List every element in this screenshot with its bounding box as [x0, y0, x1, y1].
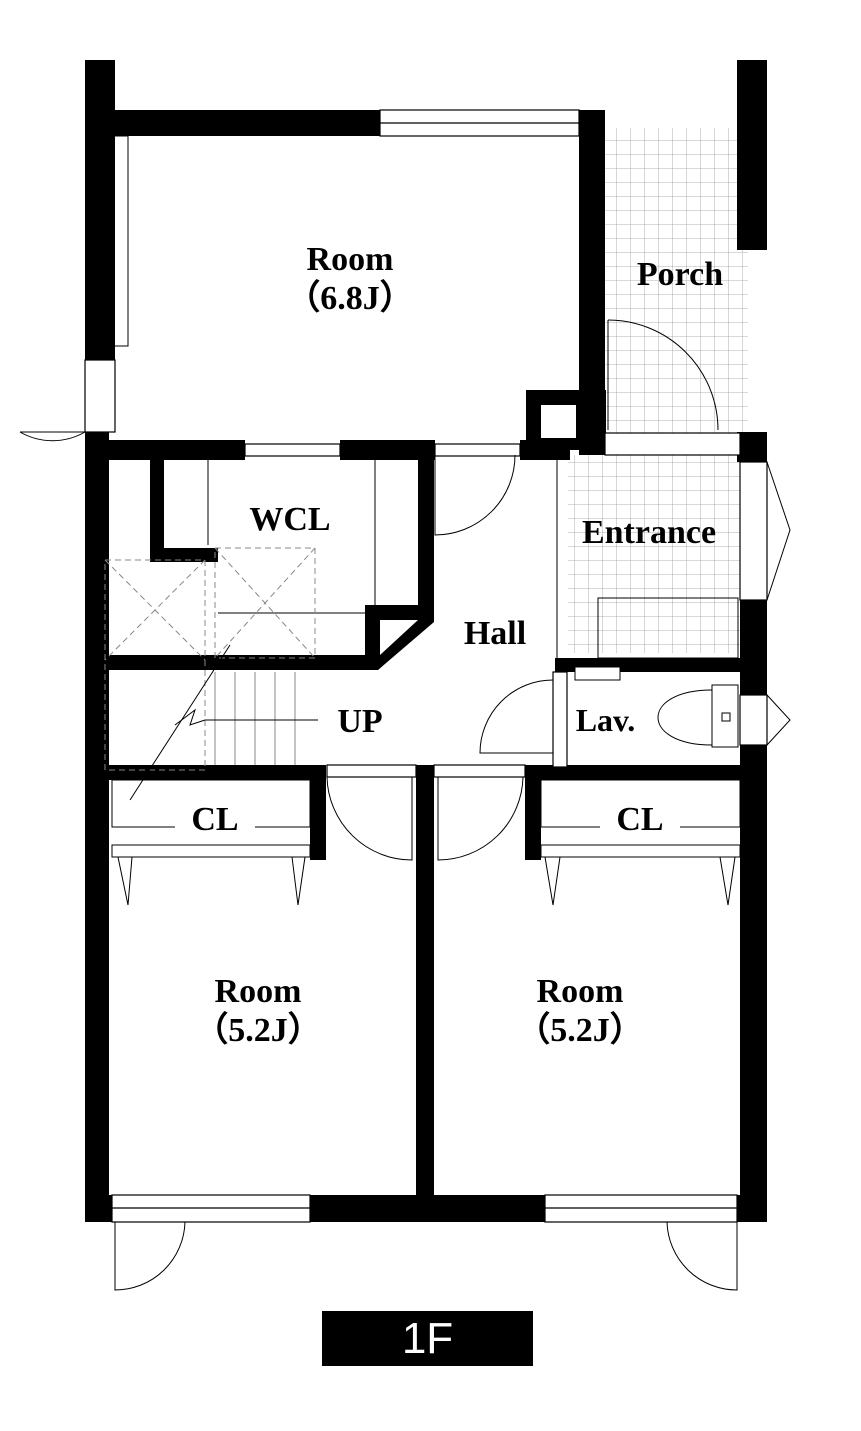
porch-label: Porch: [615, 255, 745, 294]
entrance-name: Entrance: [581, 514, 717, 551]
floor-label: 1F: [322, 1311, 533, 1366]
wcl-label: WCL: [225, 500, 355, 539]
closet-right-label: CL: [600, 800, 680, 840]
entrance-label: Entrance: [566, 513, 732, 552]
room-top-size: （6.8J）: [286, 280, 414, 318]
closet-left-label: CL: [175, 800, 255, 840]
room-bottom-right-name: Room: [536, 973, 624, 1010]
stairs-label: UP: [325, 702, 395, 741]
room-top-name: Room: [306, 241, 394, 278]
stair-treads: [129, 644, 318, 801]
hall-name: Hall: [463, 615, 527, 652]
lav-label: Lav.: [563, 702, 648, 739]
entrance-tile-floor: [568, 455, 740, 653]
door-swings: [19, 319, 738, 1291]
windows: [84, 109, 768, 1223]
porch-tile-floor: [605, 128, 748, 433]
room-bottom-left-name: Room: [214, 973, 302, 1010]
wcl-name: WCL: [249, 501, 331, 538]
walls: [85, 60, 767, 1222]
porch-name: Porch: [636, 256, 724, 293]
room-top-label: Room （6.8J）: [270, 240, 430, 318]
lav-name: Lav.: [575, 702, 636, 738]
stairs: [104, 547, 316, 771]
room-bottom-right-size: （5.2J）: [516, 1012, 644, 1050]
interior-lines: [111, 135, 791, 906]
hall-label: Hall: [445, 614, 545, 653]
room-bottom-left-size: （5.2J）: [194, 1012, 322, 1050]
room-bottom-left-label: Room （5.2J）: [178, 972, 338, 1050]
stairs-name: UP: [337, 703, 383, 740]
closet-right-name: CL: [616, 801, 664, 838]
room-bottom-right-label: Room （5.2J）: [500, 972, 660, 1050]
closet-left-name: CL: [191, 801, 239, 838]
